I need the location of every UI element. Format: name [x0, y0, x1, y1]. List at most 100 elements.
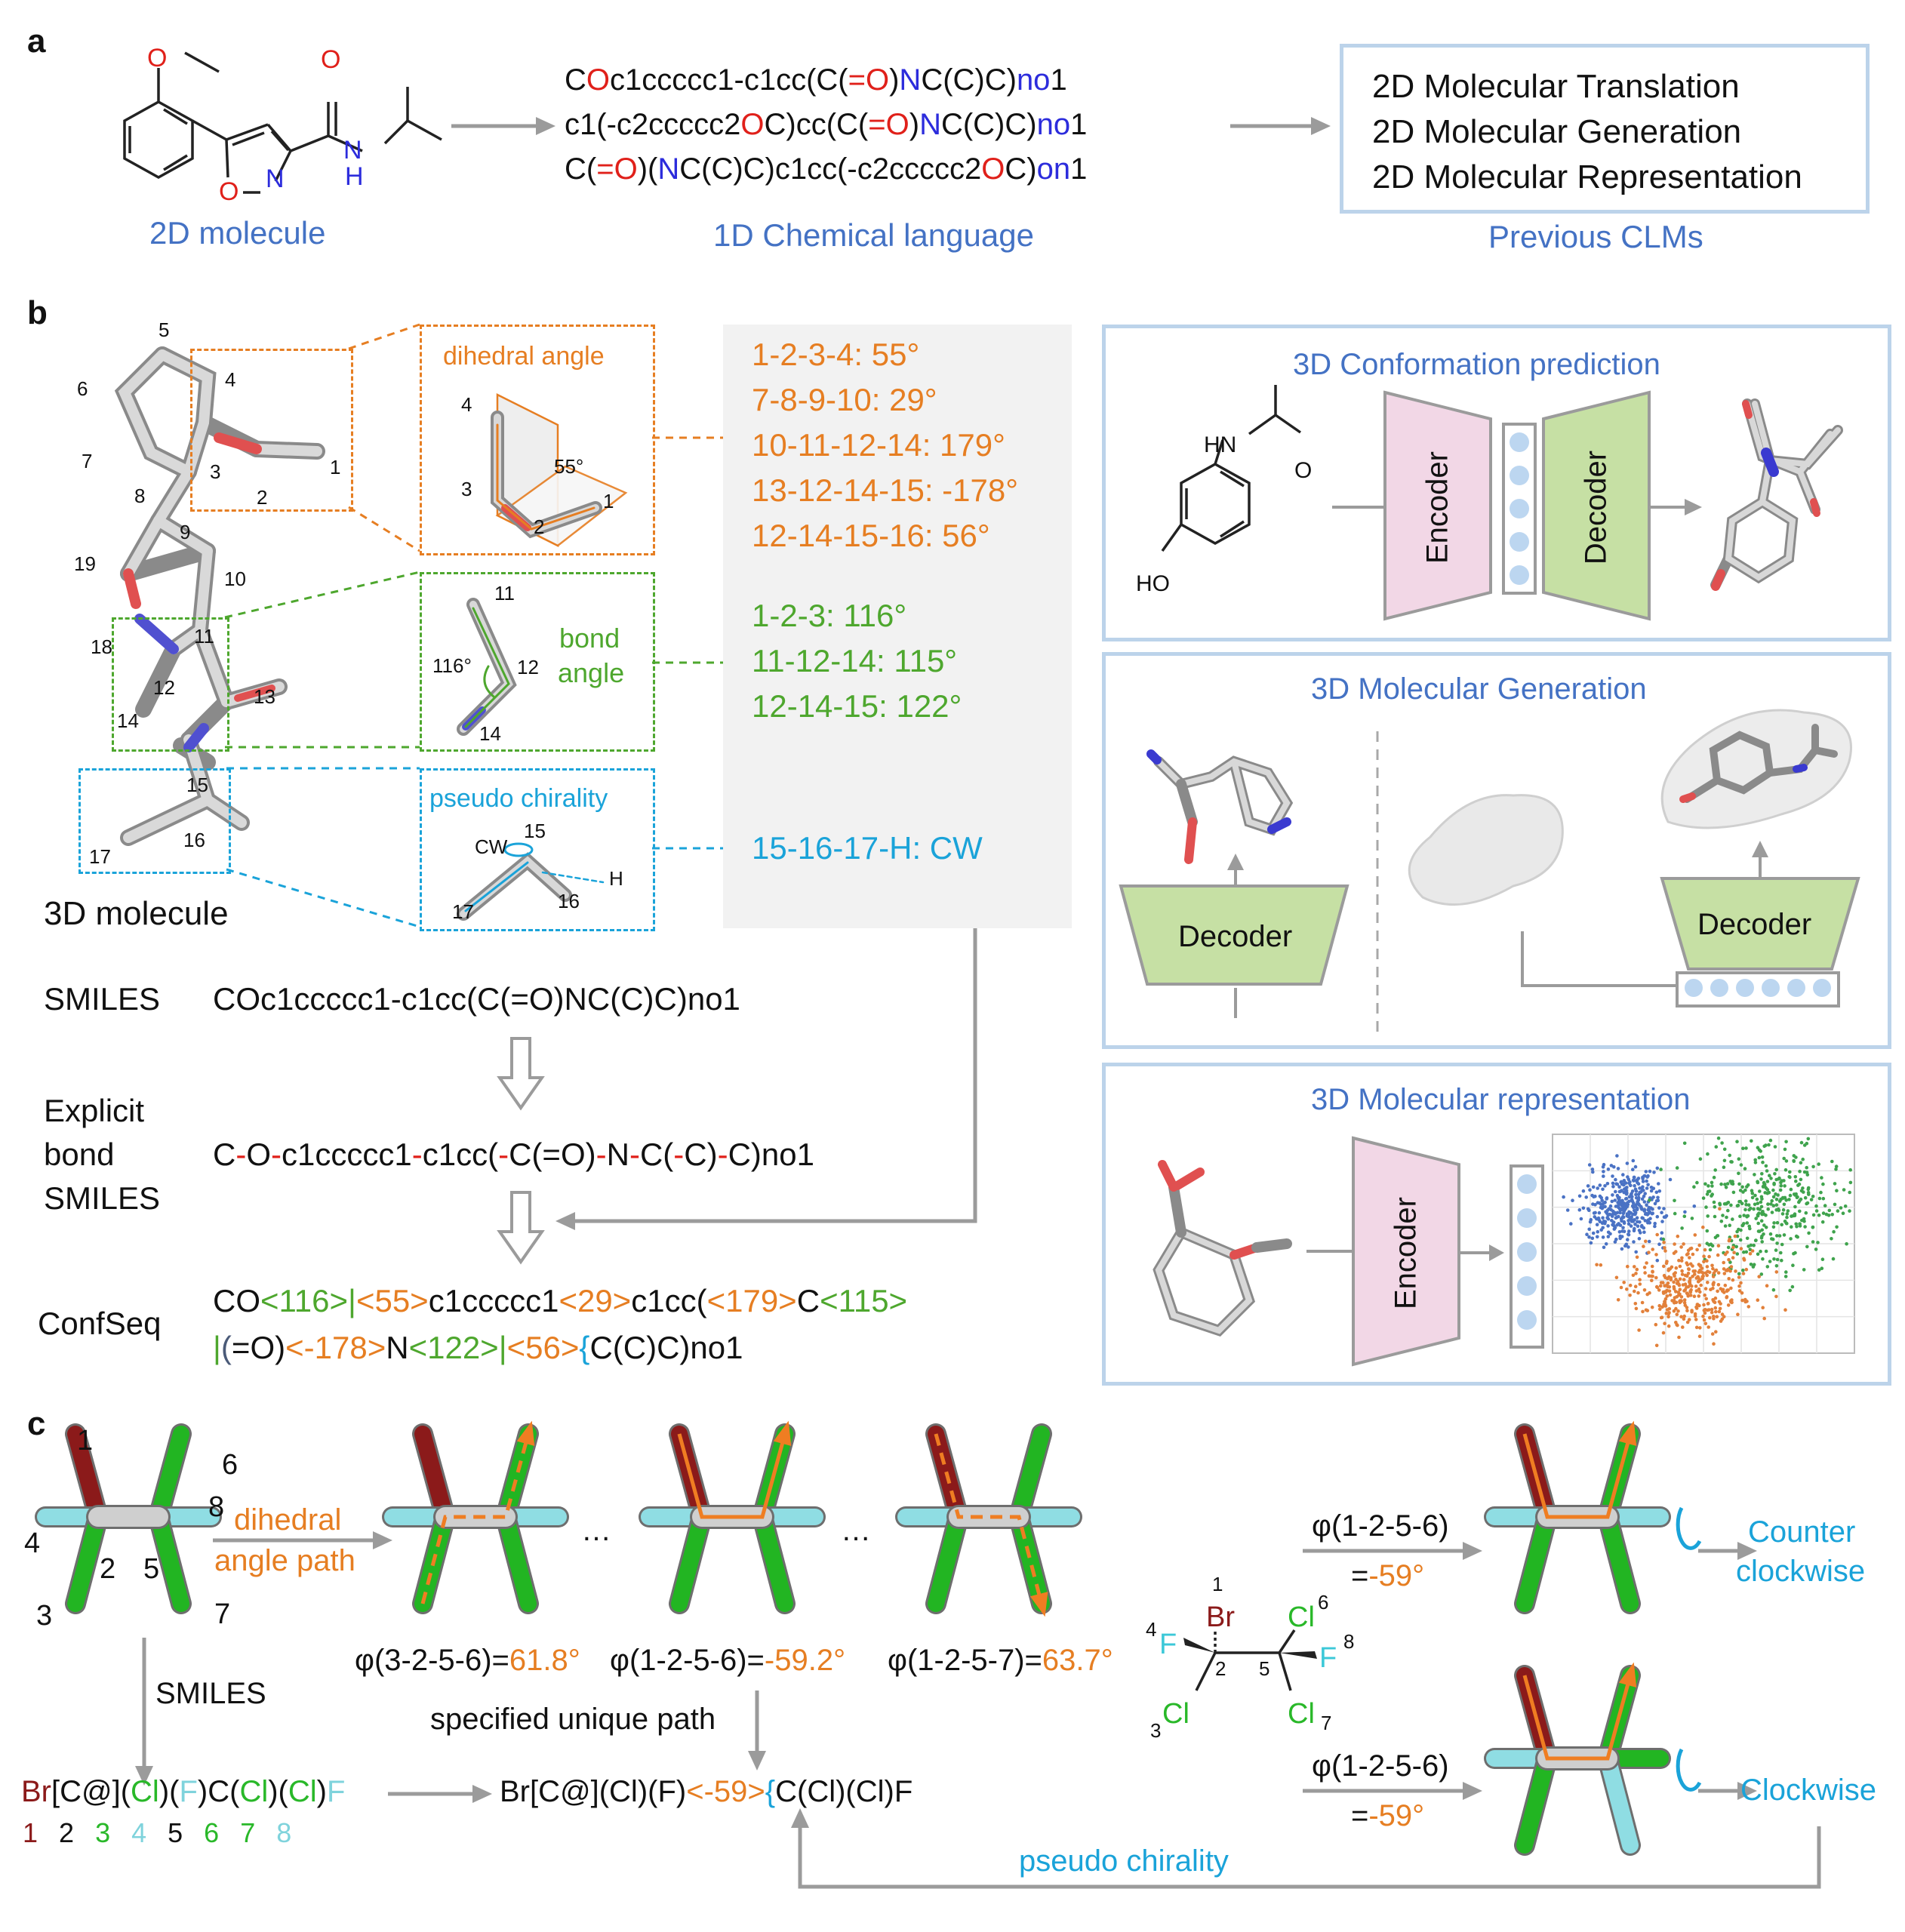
scatter-point [1705, 1265, 1710, 1269]
divider-gen [1376, 731, 1379, 1033]
scatter-point [1809, 1198, 1814, 1201]
scatter-point [1782, 1179, 1786, 1183]
scatter-point [1848, 1168, 1852, 1172]
scatter-point [1651, 1207, 1654, 1211]
molecule-3d-drawing [114, 346, 325, 846]
scatter-point [1682, 1242, 1685, 1246]
scatter-point [1722, 1272, 1727, 1275]
scatter-point [1692, 1204, 1697, 1208]
scatter-point [1768, 1260, 1772, 1263]
dihedral-value-1: 1-2-3-4: 55° [752, 337, 920, 372]
scatter-point [1744, 1250, 1749, 1254]
scatter-point [1773, 1145, 1777, 1149]
scatter-point [1599, 1228, 1603, 1232]
input-line-gen-left [1234, 988, 1237, 1018]
smiles1-token: C(C)C) [921, 63, 1017, 97]
panel-b-letter: b [27, 294, 48, 331]
scatter-point [1641, 1309, 1645, 1314]
scatter-point [1587, 1163, 1592, 1167]
scatter-point [1814, 1204, 1818, 1208]
scatter-point [1614, 1204, 1618, 1208]
smiles3-token: C( [565, 152, 597, 186]
explicit-token: - [235, 1137, 247, 1172]
scatter-point [1703, 1287, 1708, 1291]
scatter-point [1656, 1195, 1660, 1200]
scatter-point [1617, 1205, 1620, 1210]
scatter-point [1768, 1232, 1773, 1236]
bond-c2-atom1 [67, 1426, 106, 1525]
scatter-point [1781, 1208, 1786, 1212]
scatter-point [1676, 1309, 1680, 1313]
scatter-point [1702, 1303, 1706, 1307]
scatter-point [1612, 1164, 1616, 1169]
skeletal-structure-c [1183, 1629, 1317, 1691]
scatter-point [1785, 1215, 1789, 1220]
scatter-point [1620, 1189, 1623, 1192]
scatter-point [1698, 1290, 1702, 1294]
scatter-point [1745, 1236, 1750, 1241]
scatter-point [1650, 1305, 1654, 1309]
inset-dihedral: dihedral angle 4 3 2 1 55° [420, 325, 655, 555]
scatter-point [1776, 1193, 1780, 1197]
scatter-point [1675, 1312, 1679, 1316]
task-title-generation: 3D Molecular Generation [1311, 672, 1647, 706]
explicit-label-1: Explicit [44, 1093, 145, 1128]
scatter-point [1760, 1240, 1764, 1244]
scatter-point [1733, 1234, 1737, 1238]
scatter-point [1608, 1232, 1612, 1236]
scatter-point [1802, 1268, 1806, 1272]
arrow-ccw-result [1698, 1542, 1757, 1560]
scatter-point [1694, 1289, 1699, 1293]
scatter-point [1713, 1300, 1717, 1305]
scatter-point [1735, 1204, 1740, 1208]
scatter-point [1601, 1187, 1605, 1192]
explicit-label-2: bond [44, 1137, 115, 1172]
scatter-point [1728, 1223, 1731, 1227]
scatter-point [1640, 1300, 1645, 1305]
task-2d-generation: 2D Molecular Generation [1372, 113, 1742, 150]
decoder-shape-gen-left [1119, 884, 1350, 986]
scatter-point [1645, 1175, 1649, 1179]
scatter-point [1633, 1223, 1637, 1226]
arrow-to-encoder-1 [1332, 506, 1385, 509]
ccw-rotation-icon [1676, 1506, 1702, 1550]
scatter-point [1636, 1177, 1641, 1180]
encoder-label-rep: Encoder [1389, 1197, 1423, 1309]
c-atom-num-1: 1 [77, 1425, 94, 1457]
bond-angle-value-2: 11-12-14: 115° [752, 643, 958, 678]
confseq1-token: <179> [706, 1283, 797, 1318]
smiles2-token: O [740, 108, 765, 141]
scatter-point [1705, 1241, 1710, 1245]
scatter-point [1753, 1193, 1757, 1198]
scatter-point [1602, 1170, 1605, 1174]
scatter-point [1627, 1181, 1631, 1185]
scatter-point [1725, 1215, 1728, 1220]
scatter-point [1606, 1224, 1610, 1228]
scatter-point [1666, 1312, 1671, 1316]
scatter-point [1697, 1334, 1702, 1338]
atom-num-4: 4 [225, 368, 236, 391]
scatter-point [1635, 1216, 1639, 1220]
scatter-point [1614, 1177, 1617, 1182]
scatter-point [1799, 1140, 1804, 1145]
scatter-point [1679, 1315, 1683, 1318]
scatter-point [1697, 1294, 1701, 1298]
smiles3-token: )( [637, 152, 658, 186]
scatter-point [1792, 1154, 1796, 1158]
atom-o-methoxy: O [147, 44, 168, 72]
scatter-point [1756, 1207, 1760, 1211]
scatter-point [1797, 1200, 1801, 1204]
scatter-point [1722, 1158, 1727, 1163]
scatter-point [1615, 1154, 1619, 1158]
scatter-point [1774, 1294, 1778, 1299]
scatter-point [1756, 1180, 1759, 1183]
scatter-point [1759, 1249, 1762, 1254]
dihedral-path-label-1: dihedral [234, 1503, 342, 1537]
scatter-point [1611, 1181, 1615, 1186]
scatter-point [1769, 1202, 1773, 1206]
atom-num-13: 13 [254, 685, 275, 708]
scatter-point [1788, 1288, 1792, 1293]
scatter-point [1731, 1256, 1735, 1260]
scatter-point [1690, 1309, 1694, 1312]
scatter-point [1668, 1267, 1672, 1271]
